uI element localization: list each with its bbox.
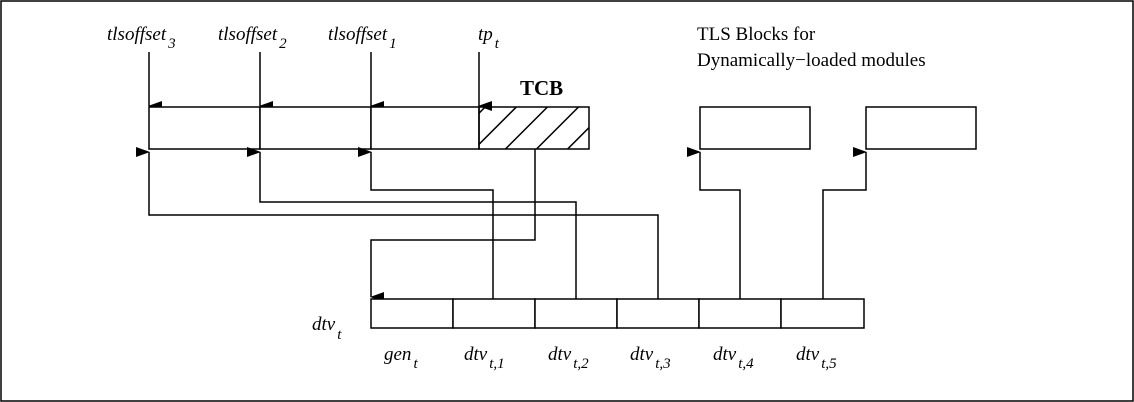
connector-dtv-2 [247,147,577,299]
dtv-array [370,298,865,329]
connector-dtv-1 [358,147,494,299]
title-line-2: Dynamically−loaded modules [697,50,926,71]
title-line-1: TLS Blocks for [697,24,816,45]
dtv-cell-5 [780,298,865,329]
tls-segment-2 [259,106,372,150]
tls-segment-1 [370,106,480,150]
dtv-cell-3 [616,298,700,329]
dynamic-tls-block-4 [699,106,811,150]
dynamic-tls-block-5 [865,106,977,150]
dtv-cell-1 [452,298,536,329]
tls-segment-3 [148,106,261,150]
static-tls-block [148,106,590,150]
connector-dtv-5 [822,147,867,299]
connector-dtv-4 [687,147,741,299]
connector-dtv-3 [136,147,659,299]
tcb-label: TCB [520,76,563,100]
dtv-cell-gen [370,298,454,329]
connector-tcb-to-dtv [370,149,536,302]
dtv-cell-4 [698,298,782,329]
svg-text:tpt: tpt [478,24,500,52]
dtv-cell-2 [534,298,618,329]
tcb-block [478,106,590,150]
